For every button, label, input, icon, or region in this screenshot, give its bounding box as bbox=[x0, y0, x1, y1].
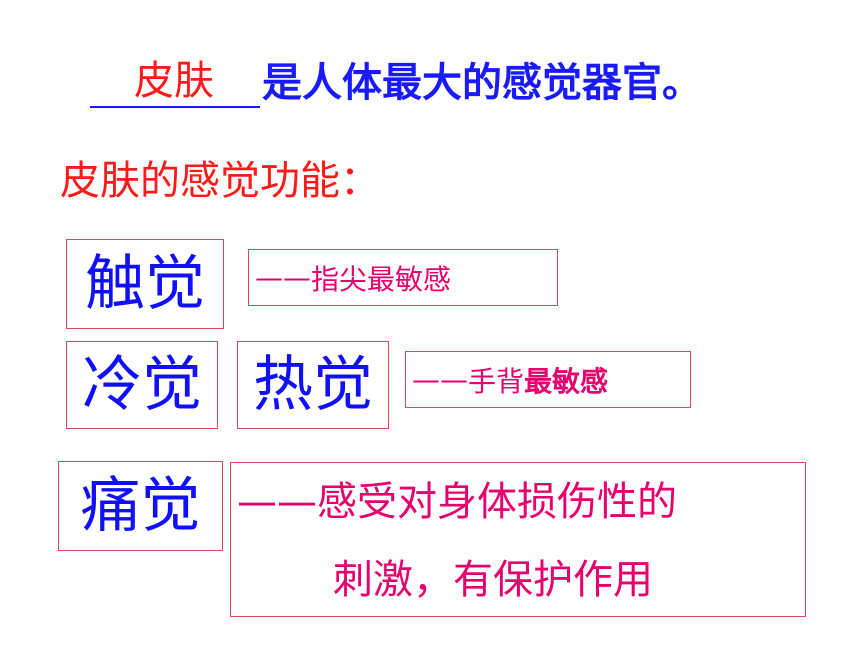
heat-note-text: 手背 bbox=[468, 364, 525, 398]
touch-box: 触觉 bbox=[66, 239, 224, 329]
cold-box: 冷觉 bbox=[66, 341, 218, 429]
heat-note-dash: —— bbox=[412, 363, 468, 396]
title-blank-underline bbox=[90, 56, 260, 108]
touch-note-text: 指尖最敏感 bbox=[311, 262, 452, 296]
pain-word: 痛觉 bbox=[80, 471, 201, 541]
touch-note-box: ——指尖最敏感 bbox=[248, 249, 558, 306]
pain-box: 痛觉 bbox=[58, 461, 223, 551]
title-answer: 皮肤 bbox=[134, 58, 214, 104]
pain-note-line2: 刺激，有保护作用 bbox=[333, 557, 653, 603]
heat-word: 热觉 bbox=[253, 350, 373, 420]
pain-note-line1: ——感受对身体损伤性的 bbox=[237, 479, 677, 525]
pain-note-box: ——感受对身体损伤性的 刺激，有保护作用 bbox=[230, 462, 806, 617]
heat-note-emphasis: 最敏感 bbox=[524, 364, 609, 398]
heat-box: 热觉 bbox=[237, 341, 389, 429]
title-text: 是人体最大的感觉器官。 bbox=[262, 60, 702, 106]
touch-note-dash: —— bbox=[255, 261, 311, 294]
cold-word: 冷觉 bbox=[82, 350, 202, 420]
heat-note-box: ——手背最敏感 bbox=[405, 351, 691, 408]
subtitle: 皮肤的感觉功能： bbox=[60, 158, 380, 204]
touch-word: 触觉 bbox=[85, 249, 205, 319]
